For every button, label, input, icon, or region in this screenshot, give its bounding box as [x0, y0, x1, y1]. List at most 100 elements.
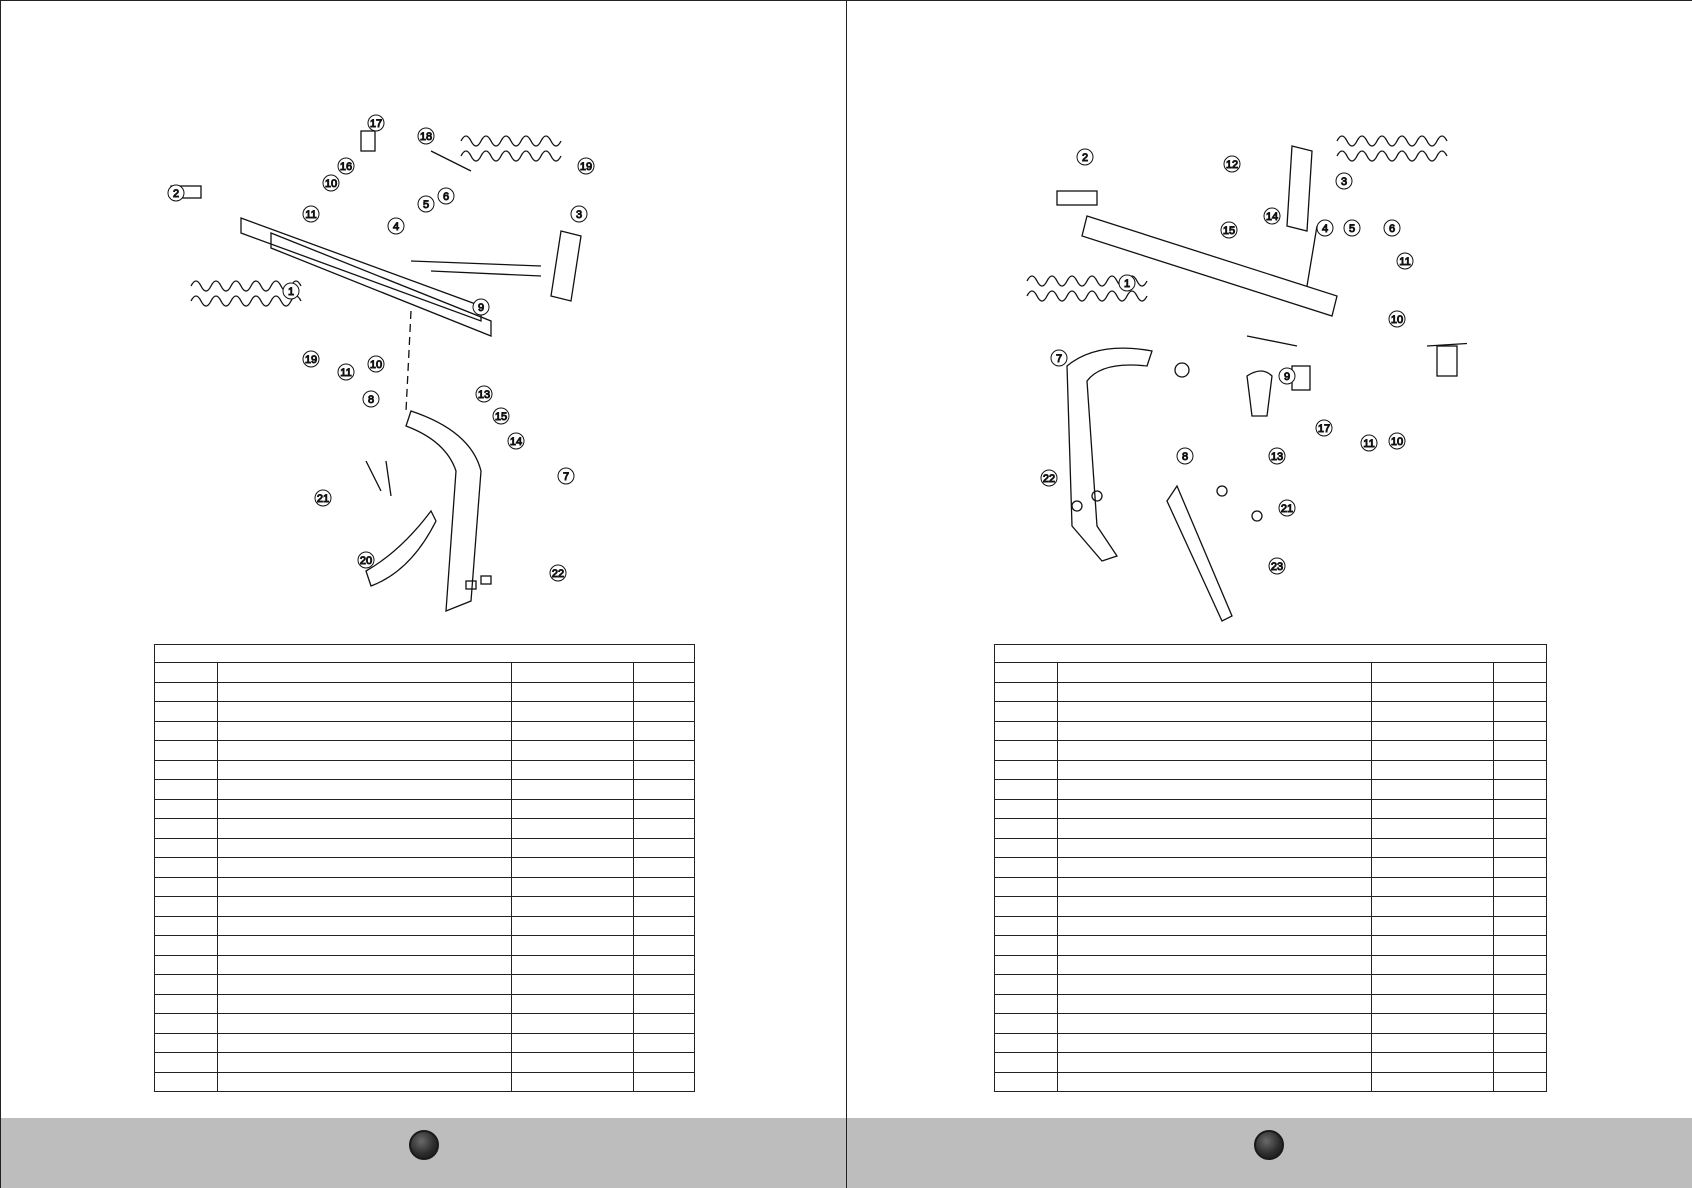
callout-1: 1 — [1124, 278, 1130, 290]
callout-6: 6 — [1389, 223, 1395, 235]
table-row — [154, 662, 695, 683]
callout-2: 2 — [173, 188, 179, 200]
callout-16: 16 — [340, 161, 352, 173]
table-row — [994, 759, 1547, 780]
callout-3: 3 — [1341, 176, 1347, 188]
table-row — [994, 1071, 1547, 1092]
callout-8: 8 — [368, 394, 374, 406]
table-row — [994, 798, 1547, 819]
callout-2: 2 — [1082, 152, 1088, 164]
right-page: 2 12 19 3 14 4 5 6 15 11 1 10 7 9 18 8 1… — [846, 0, 1692, 1188]
table-row — [154, 759, 695, 780]
callout-12: 12 — [1226, 159, 1238, 171]
page-number-dot — [1254, 1130, 1284, 1160]
table-row — [154, 954, 695, 975]
callout-10: 10 — [325, 178, 337, 190]
left-page: 17 18 19 16 10 2 11 5 6 4 3 12 1 9 19 11… — [0, 0, 846, 1188]
table-row — [154, 1052, 695, 1073]
callout-14: 14 — [510, 436, 522, 448]
table-row — [994, 1013, 1547, 1034]
left-exploded-parts-diagram: 17 18 19 16 10 2 11 5 6 4 3 12 1 9 19 11… — [167, 114, 595, 612]
callout-8: 8 — [1182, 451, 1188, 463]
table-row — [994, 876, 1547, 897]
table-row — [154, 779, 695, 800]
table-row — [154, 740, 695, 761]
callout-5: 5 — [1349, 223, 1355, 235]
table-row — [154, 896, 695, 917]
table-row — [154, 915, 695, 936]
right-exploded-parts-diagram: 2 12 19 3 14 4 5 6 15 11 1 10 7 9 18 8 1… — [1026, 135, 1467, 622]
table-row — [154, 837, 695, 858]
callout-5: 5 — [423, 199, 429, 211]
table-row — [994, 915, 1547, 936]
table-row — [994, 701, 1547, 722]
table-row — [154, 1071, 695, 1092]
table-row — [154, 681, 695, 702]
table-row — [994, 681, 1547, 702]
table-row — [994, 1052, 1547, 1073]
table-row — [154, 1032, 695, 1053]
table-row — [154, 720, 695, 741]
callout-21: 21 — [1281, 503, 1293, 515]
table-row — [994, 896, 1547, 917]
table-row — [994, 954, 1547, 975]
callout-19b: 19 — [305, 354, 317, 366]
callout-21: 21 — [317, 493, 329, 505]
table-row — [994, 720, 1547, 741]
table-row — [994, 993, 1547, 1014]
callout-10b: 10 — [1391, 436, 1403, 448]
callout-9: 9 — [478, 302, 484, 314]
callout-11b: 11 — [340, 367, 351, 379]
table-title-row — [994, 644, 1547, 663]
right-parts-table — [994, 644, 1547, 1092]
table-row — [154, 701, 695, 722]
table-row — [154, 818, 695, 839]
table-row — [154, 935, 695, 956]
footer-bar-right — [847, 1118, 1692, 1188]
callout-11b: 11 — [1363, 438, 1374, 450]
table-row — [994, 779, 1547, 800]
callout-10: 10 — [1391, 314, 1403, 326]
callout-17: 17 — [370, 118, 382, 130]
callout-11: 11 — [1399, 256, 1410, 268]
callout-1: 1 — [288, 286, 294, 298]
table-row — [994, 818, 1547, 839]
callout-3: 3 — [576, 209, 582, 221]
callout-7: 7 — [563, 471, 569, 483]
callout-4: 4 — [1322, 223, 1328, 235]
table-row — [994, 1032, 1547, 1053]
table-row — [994, 935, 1547, 956]
table-row — [994, 857, 1547, 878]
table-row — [154, 876, 695, 897]
table-row — [154, 1013, 695, 1034]
callout-11: 11 — [305, 209, 316, 221]
table-row — [994, 740, 1547, 761]
callout-6: 6 — [443, 191, 449, 203]
callout-19: 19 — [580, 161, 592, 173]
callout-10b: 10 — [370, 359, 382, 371]
table-title-row — [154, 644, 695, 663]
callout-9: 9 — [1284, 371, 1290, 383]
callout-14: 14 — [1266, 211, 1278, 223]
table-row — [154, 974, 695, 995]
callout-22: 22 — [1043, 473, 1055, 485]
table-row — [994, 662, 1547, 683]
callout-4: 4 — [393, 221, 399, 233]
table-row — [994, 974, 1547, 995]
callout-18: 18 — [420, 131, 432, 143]
callout-7: 7 — [1056, 353, 1062, 365]
left-parts-table — [154, 644, 695, 1092]
table-row — [154, 993, 695, 1014]
callout-23: 23 — [1271, 561, 1283, 573]
table-row — [154, 798, 695, 819]
callout-13: 13 — [1271, 451, 1283, 463]
table-row — [994, 837, 1547, 858]
callout-15: 15 — [1223, 225, 1235, 237]
callout-15: 15 — [495, 411, 507, 423]
page-number-dot — [409, 1130, 439, 1160]
callout-22: 22 — [552, 568, 564, 580]
footer-bar-left — [1, 1118, 846, 1188]
callout-17: 17 — [1318, 423, 1330, 435]
table-row — [154, 857, 695, 878]
callout-13: 13 — [478, 389, 490, 401]
